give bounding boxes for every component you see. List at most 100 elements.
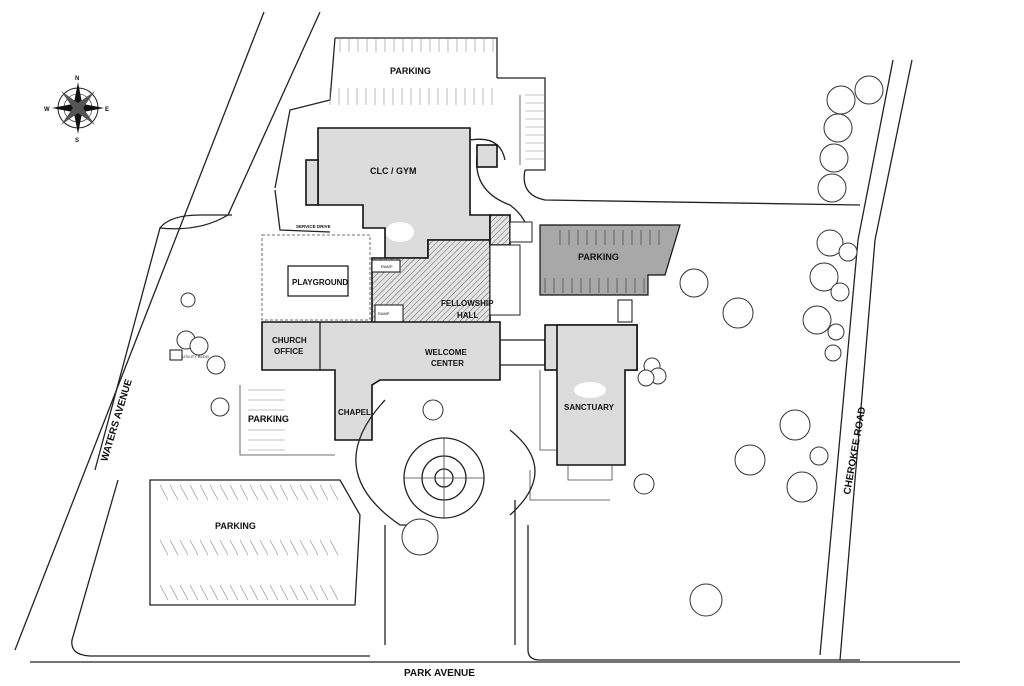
compass-rose-icon: N S E W xyxy=(44,76,109,144)
label-utility-bldg: UTILITY BLDG xyxy=(182,354,209,359)
parking-stall xyxy=(189,584,199,601)
street-cherokee-road: CHEROKEE ROAD xyxy=(842,406,868,495)
tree-icon xyxy=(827,323,845,341)
label-parking-east: PARKING xyxy=(578,252,619,262)
gym-side-wing xyxy=(305,159,319,206)
parking-stall xyxy=(249,584,259,601)
label-parking-north: PARKING xyxy=(390,66,431,76)
curved-walk-2 xyxy=(469,138,506,161)
sanctuary-side-walk xyxy=(539,370,557,451)
label-church-office-2: OFFICE xyxy=(274,347,304,356)
parking-stall xyxy=(159,584,169,601)
parking-stall xyxy=(259,484,269,501)
tree-icon xyxy=(689,583,723,617)
tree-icon xyxy=(809,262,839,292)
label-service-drive: SERVICE DRIVE xyxy=(296,224,331,229)
park-avenue-road xyxy=(30,479,960,663)
compass-n: N xyxy=(75,76,79,82)
tree-icon xyxy=(637,369,655,387)
parking-stall xyxy=(239,539,249,556)
parking-stall xyxy=(309,539,319,556)
parking-stall xyxy=(329,584,339,601)
parking-stall xyxy=(279,584,289,601)
parking-stall xyxy=(169,539,179,556)
parking-stall xyxy=(239,484,249,501)
trees-group xyxy=(176,75,884,617)
parking-stall xyxy=(229,584,239,601)
east-drive xyxy=(523,169,861,206)
parking-stall xyxy=(219,584,229,601)
parking-stall xyxy=(229,484,239,501)
parking-stall xyxy=(299,539,309,556)
tree-icon xyxy=(826,85,856,115)
parking-stall xyxy=(159,484,169,501)
label-welcome-1: WELCOME xyxy=(425,348,467,357)
label-parking-west: PARKING xyxy=(248,414,289,424)
gym-skylight xyxy=(386,222,414,242)
tree-icon xyxy=(189,336,209,356)
tree-icon xyxy=(422,399,444,421)
parking-stall xyxy=(289,484,299,501)
label-welcome-2: CENTER xyxy=(431,359,464,368)
ramp-box-1 xyxy=(371,259,401,273)
parking-stall xyxy=(209,584,219,601)
parking-stall xyxy=(209,484,219,501)
compass-e: E xyxy=(105,107,109,113)
parking-stall xyxy=(269,484,279,501)
utility-building[interactable] xyxy=(169,349,183,361)
waters-avenue-road xyxy=(14,11,321,651)
label-fellowship-1: FELLOWSHIP xyxy=(441,299,494,308)
playground-box[interactable] xyxy=(287,265,349,297)
compass-s: S xyxy=(75,138,79,144)
parking-east-lot[interactable] xyxy=(539,224,681,296)
parking-north-lot xyxy=(274,37,546,189)
label-sanctuary: SANCTUARY xyxy=(564,403,615,412)
parking-stall xyxy=(209,539,219,556)
entry-porch xyxy=(509,221,533,243)
tree-icon xyxy=(823,113,853,143)
label-church-office-1: CHURCH xyxy=(272,336,307,345)
church-office-building[interactable] xyxy=(261,321,501,441)
parking-stall xyxy=(259,584,269,601)
welcome-link xyxy=(500,339,546,366)
parking-stall xyxy=(259,539,269,556)
tree-icon xyxy=(830,282,850,302)
parking-stall xyxy=(299,484,309,501)
parking-stall xyxy=(279,484,289,501)
tree-icon xyxy=(817,173,847,203)
sanctuary-steps xyxy=(567,465,613,481)
label-playground: PLAYGROUND xyxy=(292,278,348,287)
tree-icon xyxy=(206,355,226,375)
compass-w: W xyxy=(44,107,50,113)
tree-icon xyxy=(802,305,832,335)
service-road xyxy=(274,189,331,233)
cherokee-road xyxy=(819,59,913,661)
street-park-avenue: PARK AVENUE xyxy=(404,668,475,679)
parking-stall xyxy=(249,484,259,501)
tree-icon xyxy=(786,471,818,503)
parking-stall xyxy=(199,584,209,601)
parking-stall xyxy=(169,484,179,501)
parking-stall xyxy=(309,484,319,501)
parking-stall xyxy=(329,484,339,501)
circular-drive xyxy=(355,399,536,645)
parking-stall xyxy=(179,484,189,501)
parking-stall xyxy=(309,584,319,601)
parking-stall xyxy=(289,539,299,556)
parking-stall xyxy=(179,584,189,601)
label-ramp-1: RAMP xyxy=(381,264,393,269)
label-chapel: CHAPEL xyxy=(338,408,371,417)
tree-icon xyxy=(722,297,754,329)
parking-stall xyxy=(199,539,209,556)
parking-stall xyxy=(269,539,279,556)
tree-icon xyxy=(180,292,196,308)
label-fellowship-2: HALL xyxy=(457,311,478,320)
label-clc-gym: CLC / GYM xyxy=(370,166,417,176)
tree-icon xyxy=(734,444,766,476)
playground-area xyxy=(261,234,371,321)
tree-icon xyxy=(779,409,811,441)
tree-icon xyxy=(633,473,655,495)
connector-block xyxy=(489,214,511,246)
parking-stall xyxy=(319,584,329,601)
